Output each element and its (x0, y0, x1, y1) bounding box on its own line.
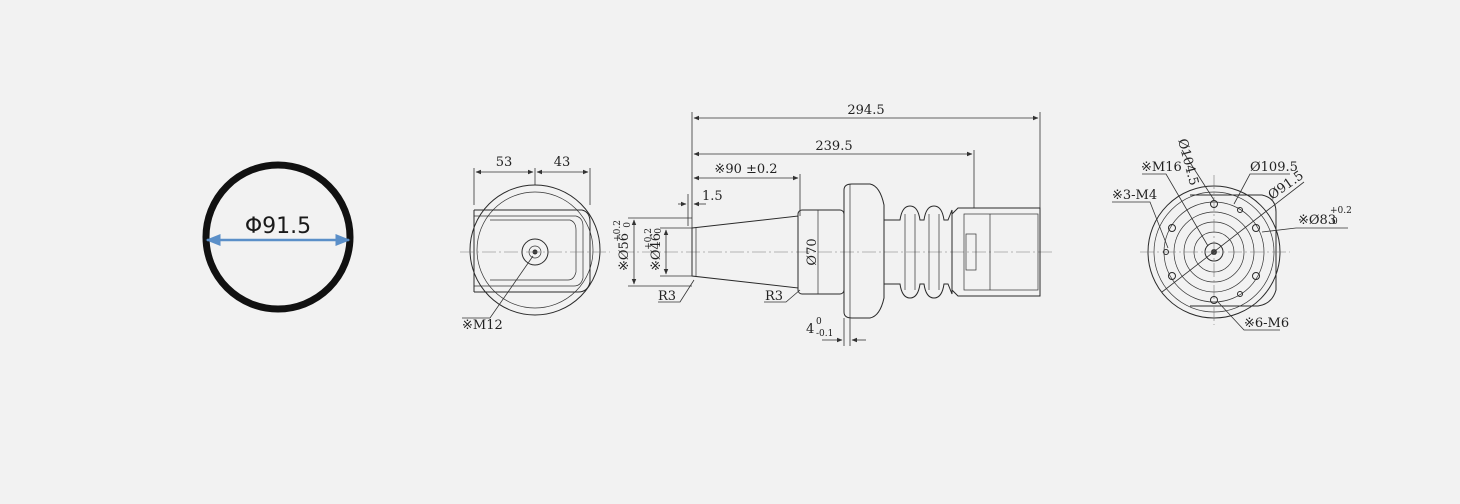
end-bolt-holes (1163, 200, 1260, 304)
bellows-lines (904, 214, 940, 290)
dia-83-tol-upper: +0.2 (1330, 206, 1352, 216)
flange (843, 183, 885, 319)
flange-tol-lower: -0.1 (816, 329, 833, 339)
r3-leader-1 (658, 279, 695, 303)
m12-label: ※M12 (462, 318, 503, 333)
dia-56-tol-lower: 0 (623, 222, 633, 228)
flange-thk-label: 4 (806, 322, 814, 337)
dia-46-tol-lower: 0 (654, 228, 664, 234)
m4-leader (1112, 201, 1169, 249)
diameter-label: Φ91.5 (245, 214, 311, 239)
pcd-leader (1181, 149, 1215, 201)
dim-1.5-label: 1.5 (702, 189, 723, 204)
dim-90-label: ※90 ±0.2 (714, 162, 777, 177)
flange-tol-upper: 0 (816, 317, 822, 327)
dia-109-leader (1233, 173, 1290, 205)
m16-label: ※M16 (1141, 160, 1182, 175)
dim-294-label: 294.5 (847, 103, 884, 118)
dia-70-label: Ø70 (805, 238, 820, 265)
diameter-view: Φ91.5 (202, 161, 354, 313)
end-square-flange (1190, 194, 1277, 307)
side-inner-circle (476, 191, 594, 309)
end-housing-inner (963, 213, 1039, 291)
m12-leader (462, 255, 534, 319)
front-view: 294.5 239.5 ※90 ±0.2 1.5 ※Ø56 +0.2 0 ※Ø4… (613, 103, 1055, 346)
m6-label: ※6-M6 (1244, 316, 1289, 331)
m6-leader (1217, 301, 1280, 331)
dia-56-tol-upper: +0.2 (613, 220, 623, 242)
m16-leader (1142, 173, 1209, 247)
dia-83-leader (1261, 227, 1348, 233)
dia-83-tol-lower: 0 (1332, 217, 1338, 227)
r3-label-2: R3 (765, 289, 783, 304)
dia-46-label: ※Ø46 (649, 233, 664, 271)
side-body (474, 209, 591, 293)
dim-239-label: 239.5 (815, 139, 852, 154)
m4-label: ※3-M4 (1112, 188, 1157, 203)
end-view: ※M16 Ø104.5 Ø109.5 ※3-M4 Ø91.5 ※Ø83 +0.2… (1112, 137, 1352, 331)
side-body-inner-2 (490, 219, 577, 281)
dia-83-label: ※Ø83 (1298, 213, 1336, 228)
dia-46-tol-upper: +0.2 (644, 228, 654, 250)
side-body-inner (474, 215, 584, 287)
end-slot (965, 233, 977, 271)
r3-leader-2 (764, 289, 801, 303)
dim-43-label: 43 (554, 155, 571, 170)
dia-109-label: Ø109.5 (1250, 160, 1298, 175)
dia-56-label: ※Ø56 (617, 233, 632, 271)
side-view: 53 43 ※M12 (460, 155, 610, 333)
dia-91-leader (1161, 181, 1305, 293)
r3-label-1: R3 (658, 289, 676, 304)
end-housing (951, 207, 1041, 297)
dim-53-label: 53 (496, 155, 513, 170)
